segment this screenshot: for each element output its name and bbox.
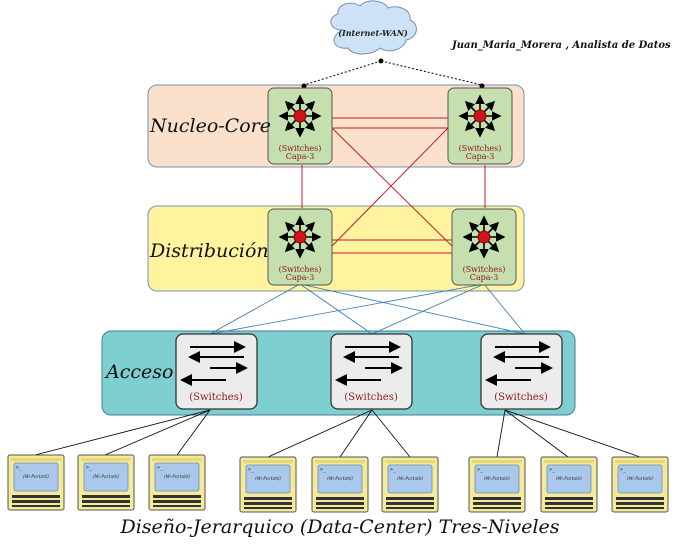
pc-8: >_ (Mi-Portatil) (540, 456, 598, 513)
distribution-access-links (209, 283, 526, 335)
pc-9: >_ (Mi-Portatil) (611, 456, 669, 513)
cloud-icon (330, 0, 417, 55)
pc-4: >_ (Mi-Portatil) (239, 456, 297, 513)
core-left-switch-label: (Switches) (279, 144, 322, 153)
pc-3: >_ (Mi-Portatil) (148, 454, 206, 511)
pc-9-prompt: >_ (620, 467, 627, 473)
access-switch-1: (Switches) (175, 333, 258, 410)
pc-5: >_ (Mi-Portatil) (311, 456, 369, 513)
diagram-title: Diseño-Jerarquico (Data-Center) Tres-Niv… (119, 516, 559, 538)
access-pc-links (34, 409, 641, 458)
dist-left-switch-label: (Switches) (279, 265, 322, 274)
core-left-connector (301, 83, 307, 89)
core-left-switch-layer: Capa-3 (286, 152, 315, 161)
pc-5-label: (Mi-Portatil) (327, 476, 354, 482)
pc-1-label: (Mi-Portatil) (23, 474, 50, 480)
core-right-connector (479, 83, 485, 89)
pc-4-prompt: >_ (248, 467, 255, 473)
core-switch-right: (Switches) Capa-3 (447, 87, 513, 165)
pc-6-label: (Mi-Portatil) (397, 476, 424, 482)
pc-2: >_ (Mi-Portatil) (77, 454, 135, 511)
pc-3-prompt: >_ (157, 465, 164, 471)
pc-6-prompt: >_ (390, 467, 397, 473)
pc-2-label: (Mi-Portatil) (93, 474, 120, 480)
pc-6: >_ (Mi-Portatil) (381, 456, 439, 513)
pc-7: >_ (Mi-Portatil) (468, 456, 526, 513)
access-1-switch-label: (Switches) (189, 392, 243, 403)
access-2-switch-label: (Switches) (344, 392, 398, 403)
layer3-links (301, 117, 486, 254)
access-3-switch-label: (Switches) (494, 392, 548, 403)
pc-9-label: (Mi-Portatil) (627, 476, 654, 482)
core-tier-label: Nucleo-Core (149, 115, 271, 137)
pc-8-prompt: >_ (549, 467, 556, 473)
pc-7-label: (Mi-Portatil) (484, 476, 511, 482)
wan-links (303, 60, 483, 86)
pc-1: >_ (Mi-Portatil) (7, 454, 65, 511)
pc-2-prompt: >_ (86, 465, 93, 471)
pc-1-prompt: >_ (16, 465, 23, 471)
distribution-tier-label: Distribución (149, 240, 269, 262)
pc-5-prompt: >_ (320, 467, 327, 473)
core-right-switch-label: (Switches) (459, 144, 502, 153)
distribution-switch-left: (Switches) Capa-3 (267, 208, 333, 286)
pc-3-label: (Mi-Portatil) (164, 474, 191, 480)
dist-left-switch-layer: Capa-3 (286, 273, 315, 282)
distribution-switch-right: (Switches) Capa-3 (451, 208, 517, 286)
dist-right-switch-label: (Switches) (463, 265, 506, 274)
pc-7-prompt: >_ (477, 467, 484, 473)
dist-right-switch-layer: Capa-3 (470, 273, 499, 282)
author-label: Juan_Maria_Morera , Analista de Datos (450, 40, 671, 51)
core-switch-left: (Switches) Capa-3 (267, 87, 333, 165)
access-tier-label: Acceso (104, 361, 173, 383)
core-right-switch-layer: Capa-3 (466, 152, 495, 161)
access-switch-2: (Switches) (330, 333, 413, 410)
cloud-label: (Internet-WAN) (338, 28, 408, 38)
pc-8-label: (Mi-Portatil) (556, 476, 583, 482)
distribution-tier-panel (147, 205, 525, 292)
access-switch-3: (Switches) (480, 333, 563, 410)
pc-4-label: (Mi-Portatil) (255, 476, 282, 482)
